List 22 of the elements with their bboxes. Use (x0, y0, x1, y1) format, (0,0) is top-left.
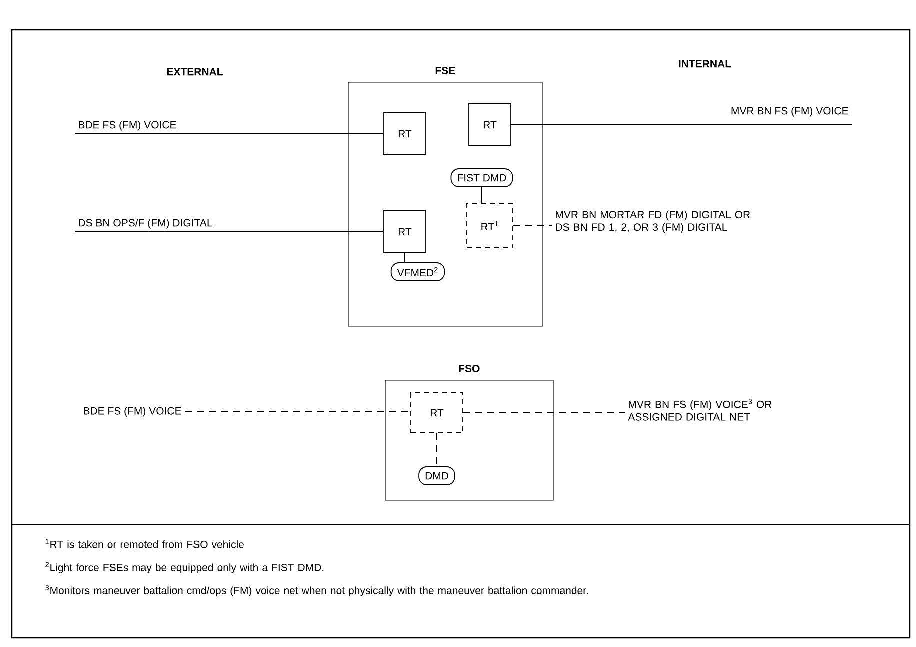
net-label: BDE FS (FM) VOICE (84, 407, 182, 417)
column-heading: INTERNAL (679, 60, 732, 68)
footnote: $^{1}$RT is taken or remoted from FSO vehicle (46, 539, 244, 548)
net-label: BDE FS (FM) VOICE (79, 121, 176, 131)
node-label: FSE (436, 67, 456, 74)
signal-line (462, 412, 626, 414)
radio-box: RT (384, 112, 426, 156)
signal-line (436, 432, 438, 468)
column-heading: EXTERNAL (167, 68, 223, 76)
footnote: $^{2}$Light force FSEs may be equipped only with a FIST DMD. (46, 562, 324, 574)
net-label: MVR BN FS (FM) VOICE (732, 107, 848, 117)
radio-box: RT (410, 392, 464, 434)
radio-box: RT$^{1}$ (466, 204, 514, 248)
signal-line (404, 252, 406, 264)
radio-box: RT (384, 210, 426, 254)
node-label: FSO (459, 365, 480, 372)
net-label: DS BN OPS/F (FM) DIGITAL (79, 219, 212, 229)
signal-line (510, 124, 852, 126)
radio-box: RT (468, 104, 512, 146)
net-label: MVR BN MORTAR FD (FM) DIGITAL OR DS BN FD 1, 2, OR 3 (FM) DIGITAL (556, 210, 750, 234)
footnote: $^{3}$Monitors maneuver battalion cmd/ops (FM) voice net when not physically with the maneuver battalion commander. (46, 585, 588, 596)
net-label: MVR BN FS (FM) VOICE$^{3}$ OR ASSIGNED DIGITAL NET (628, 399, 772, 421)
